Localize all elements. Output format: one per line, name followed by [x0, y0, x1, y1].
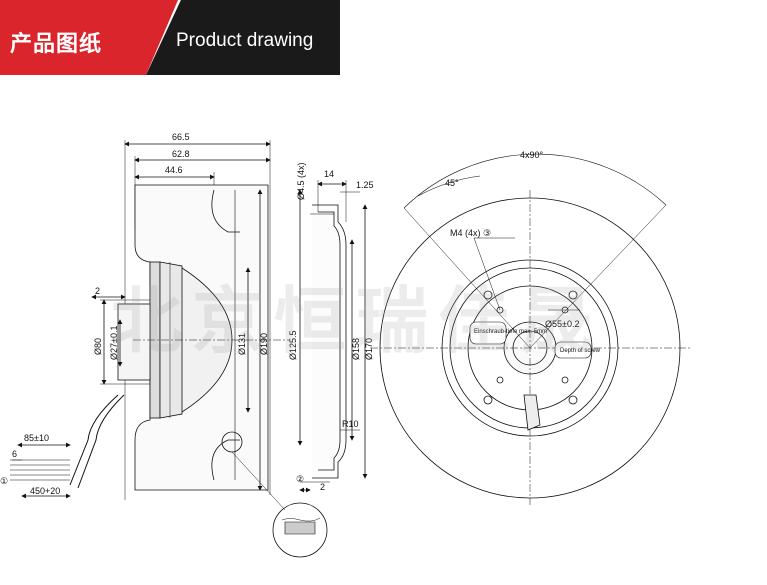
side-view-labels: 66.5 62.8 44.6 2 Ø80 Ø27±0.1 Ø131 Ø190 8…	[0, 132, 269, 496]
section-view-labels: Ø4.5 (4x) 14 1.25 Ø125.5 Ø158 Ø170 R10 ②…	[288, 162, 374, 492]
dim-44-6: 44.6	[165, 165, 183, 175]
dim-1-25: 1.25	[356, 180, 374, 190]
dim-450: 450+20	[30, 486, 60, 496]
dim-d27: Ø27±0.1	[109, 326, 119, 360]
banner-red-block	[0, 0, 178, 75]
dim-d170: Ø170	[364, 338, 374, 360]
dim-m4: M4 (4x) ③	[450, 228, 491, 238]
label-depth-screw: Depth of screw	[560, 348, 601, 354]
header-title-en: Product drawing	[176, 30, 314, 51]
dim-d158: Ø158	[351, 338, 361, 360]
watermark: 北京恒瑞佳晟	[110, 279, 603, 363]
dim-d125-5: Ø125.5	[288, 330, 298, 360]
dim-r10: R10	[342, 419, 359, 429]
dim-66-5: 66.5	[172, 132, 190, 142]
dim-14: 14	[324, 169, 334, 179]
dim-d131: Ø131	[237, 333, 247, 355]
dim-6: 6	[12, 449, 17, 459]
dim-d190: Ø190	[259, 333, 269, 355]
dim-85: 85±10	[24, 433, 49, 443]
dim-4x90: 4x90°	[520, 150, 544, 160]
dim-45: 45°	[445, 178, 459, 188]
dim-62-8: 62.8	[172, 149, 190, 159]
dim-d4-5: Ø4.5 (4x)	[296, 162, 306, 200]
header-banner: 产品图纸 Product drawing	[0, 0, 340, 75]
dim-2: 2	[95, 286, 100, 296]
front-view-labels: 4x90° 45° M4 (4x) ③ Ø55±0.2 Einschraub-t…	[445, 150, 601, 354]
dim-d80: Ø80	[93, 338, 103, 355]
callout-1: ①	[0, 476, 8, 486]
label-einschraub: Einschraub-tiefe max. 5mm	[474, 329, 547, 335]
front-view	[370, 153, 690, 505]
callout-2: ②	[296, 474, 304, 484]
dim-2b: 2	[320, 482, 325, 492]
header-title-cn: 产品图纸	[10, 32, 103, 57]
side-view	[10, 140, 290, 511]
banner-black-block	[146, 0, 340, 75]
section-view	[272, 180, 368, 558]
dim-d55: Ø55±0.2	[545, 319, 579, 329]
